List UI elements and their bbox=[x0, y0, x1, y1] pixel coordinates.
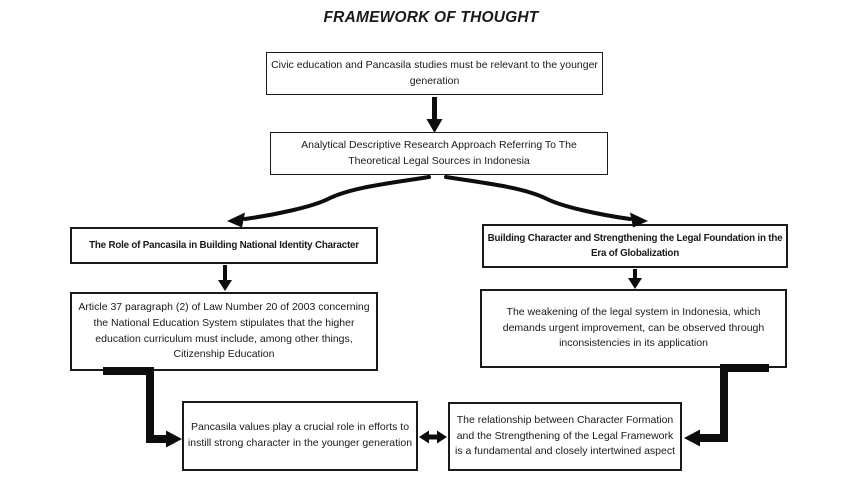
node-weakening-legal-system: The weakening of the legal system in Ind… bbox=[480, 289, 787, 368]
node-research-approach-text: Analytical Descriptive Research Approach… bbox=[301, 138, 577, 167]
node-role-of-pancasila: The Role of Pancasila in Building Nation… bbox=[70, 227, 378, 264]
node-pancasila-values: Pancasila values play a crucial role in … bbox=[182, 401, 418, 471]
node-weakening-legal-system-text: The weakening of the legal system in Ind… bbox=[502, 305, 765, 350]
arrow-approach-to-role bbox=[227, 175, 431, 228]
node-article-37-text: Article 37 paragraph (2) of Law Number 2… bbox=[78, 301, 370, 361]
arrow-article-to-values bbox=[103, 367, 182, 448]
node-character-legal-relationship: The relationship between Character Forma… bbox=[448, 402, 682, 471]
node-character-legal-relationship-text: The relationship between Character Forma… bbox=[454, 413, 676, 458]
arrow-weakening-to-relationship bbox=[684, 364, 769, 447]
arrow-role-to-article bbox=[218, 265, 232, 291]
node-civic-education-text: Civic education and Pancasila studies mu… bbox=[271, 58, 598, 87]
node-building-character: Building Character and Strengthening the… bbox=[482, 224, 788, 268]
node-article-37: Article 37 paragraph (2) of Law Number 2… bbox=[70, 292, 378, 371]
arrow-approach-to-building bbox=[444, 175, 648, 228]
arrow-building-to-weakening bbox=[628, 269, 642, 289]
node-research-approach: Analytical Descriptive Research Approach… bbox=[270, 132, 608, 175]
node-pancasila-values-text: Pancasila values play a crucial role in … bbox=[187, 421, 413, 449]
diagram-title: FRAMEWORK OF THOUGHT bbox=[323, 9, 539, 26]
node-role-of-pancasila-text: The Role of Pancasila in Building Nation… bbox=[89, 239, 359, 251]
node-building-character-text: Building Character and Strengthening the… bbox=[487, 232, 783, 259]
arrow-values-relationship-bidirectional bbox=[419, 430, 447, 444]
arrow-civic-to-approach bbox=[426, 97, 443, 133]
node-civic-education: Civic education and Pancasila studies mu… bbox=[266, 52, 603, 95]
